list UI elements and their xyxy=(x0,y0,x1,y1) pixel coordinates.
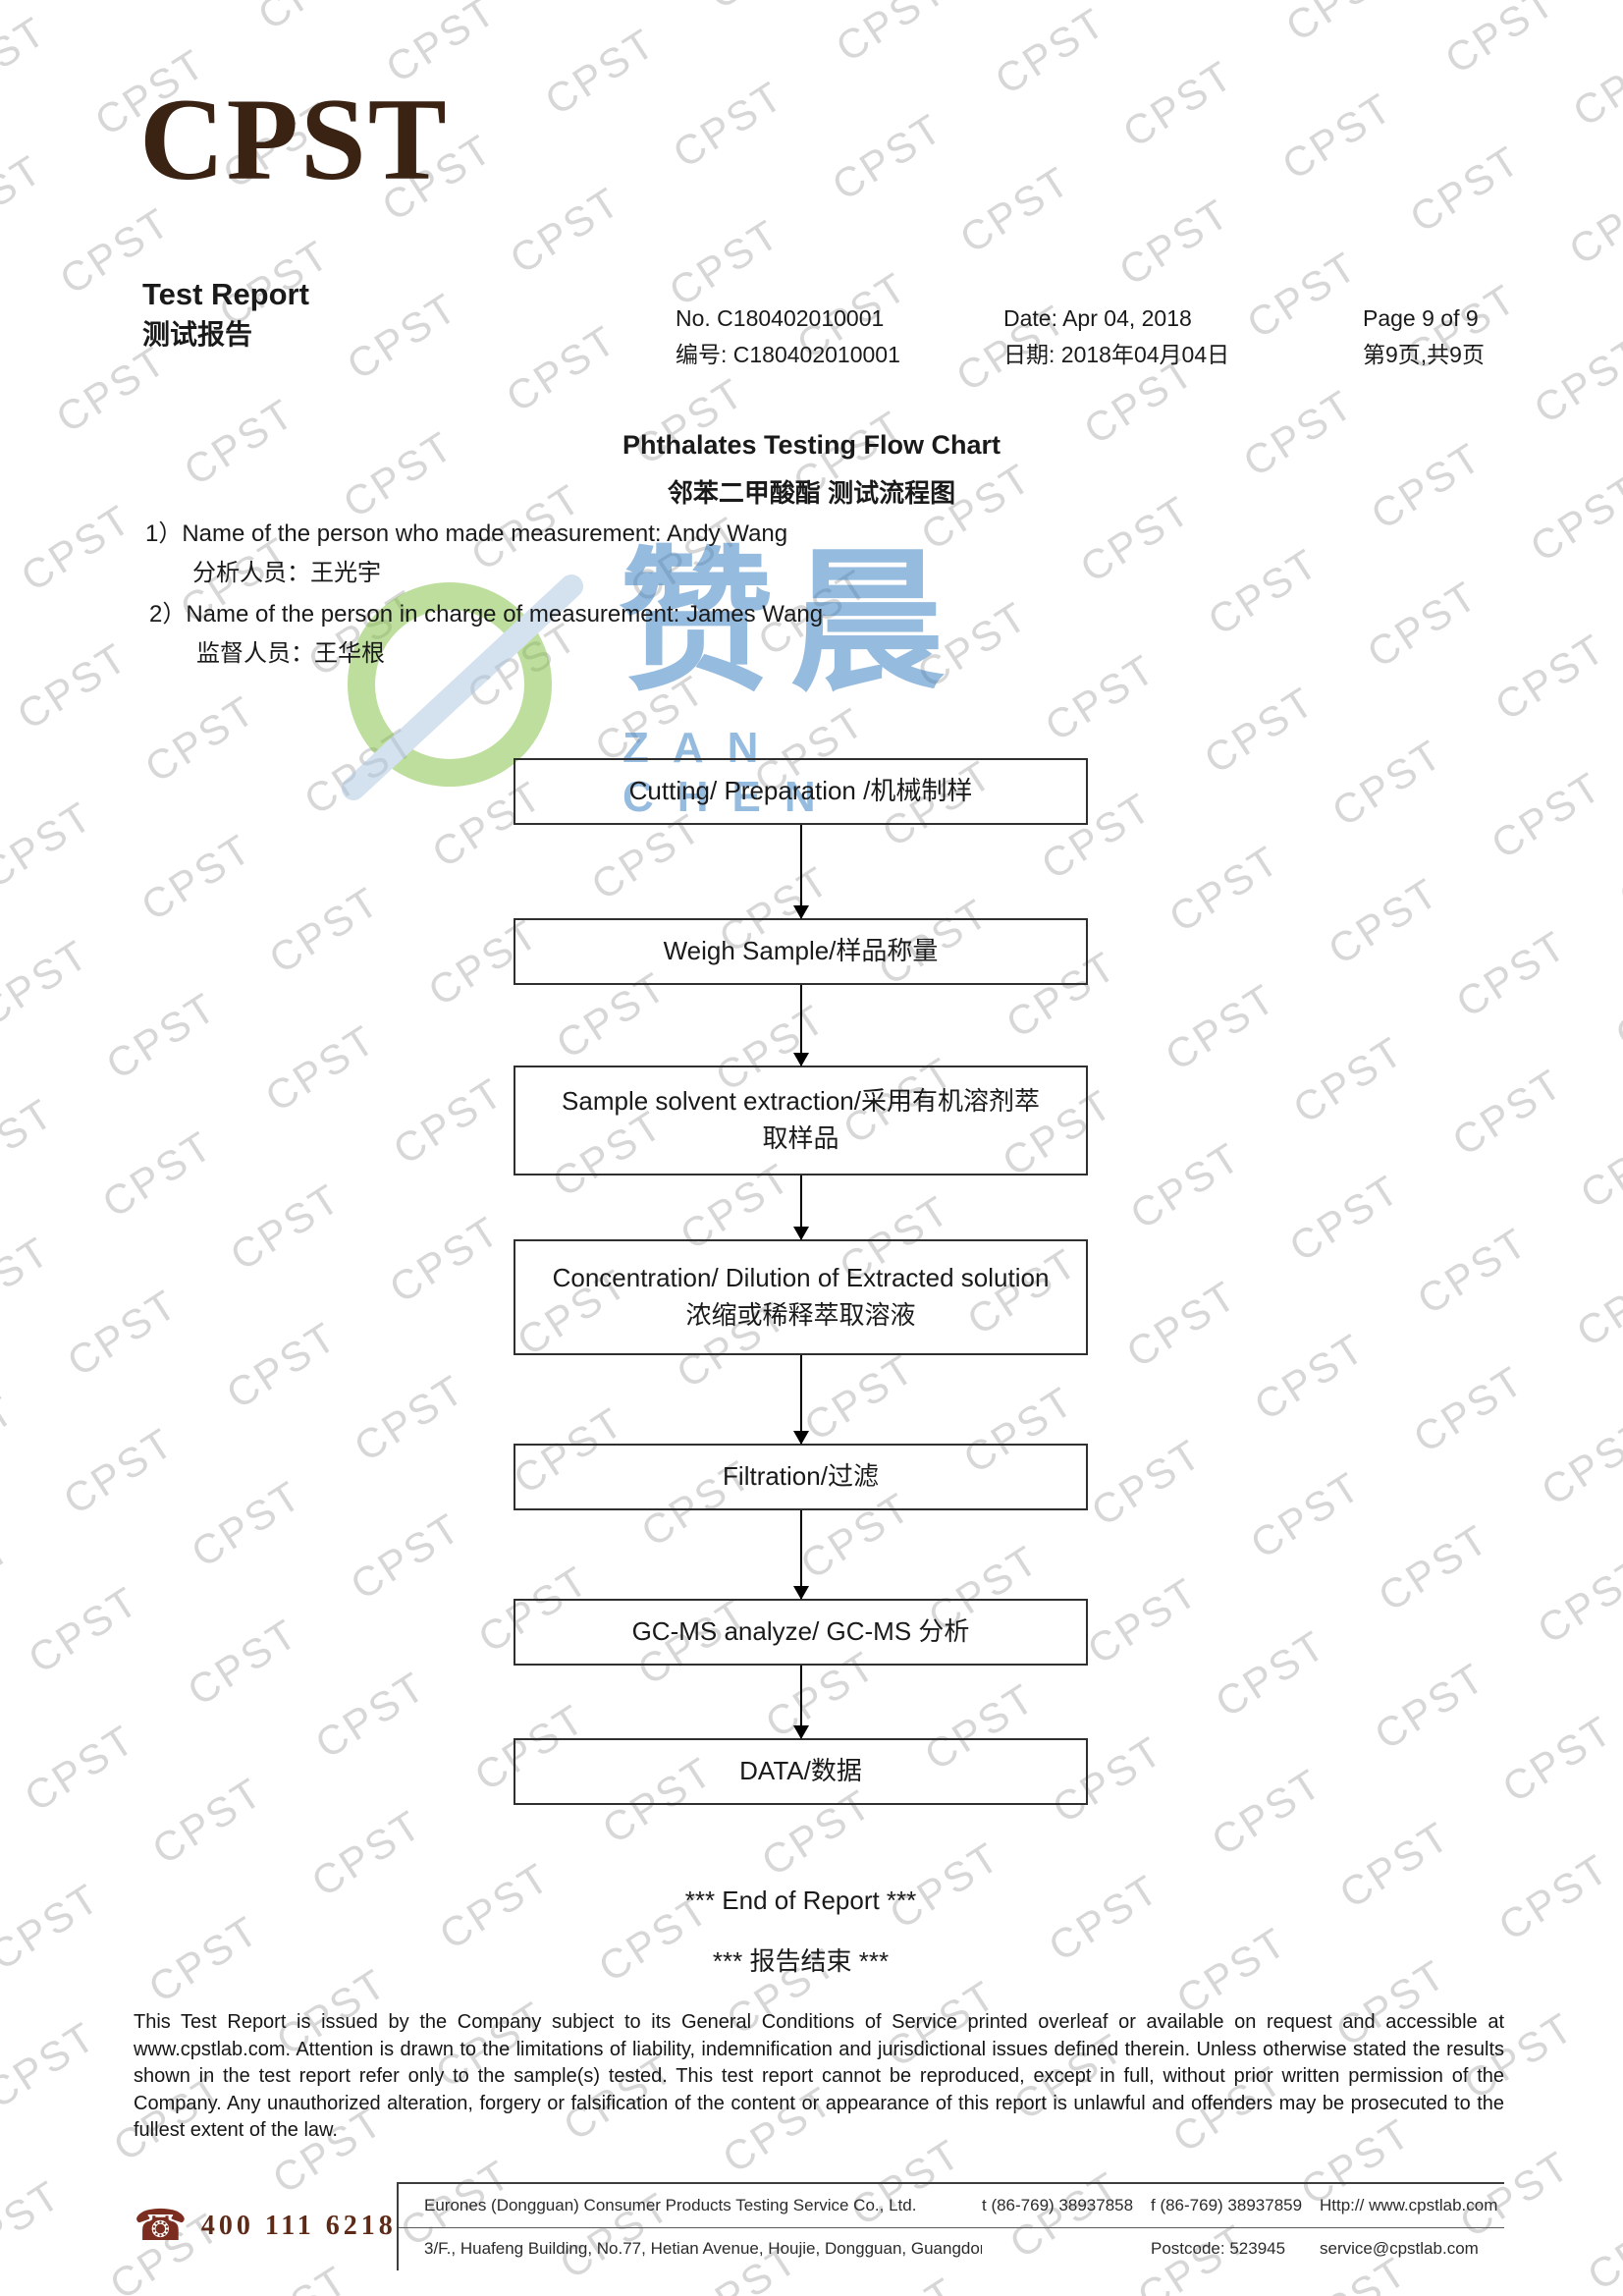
report-title-block: Test Report 测试报告 xyxy=(142,279,309,349)
flow-step-label: 取样品 xyxy=(762,1123,839,1153)
cpst-logo: CPST xyxy=(139,74,449,204)
footer-row-1: Eurones (Dongguan) Consumer Products Tes… xyxy=(399,2184,1504,2228)
flow-arrow xyxy=(792,1355,809,1445)
flow-step-label: DATA/数据 xyxy=(739,1756,862,1786)
report-title-zh: 测试报告 xyxy=(142,319,253,350)
testing-flowchart: Cutting/ Preparation /机械制样 Weigh Sample/… xyxy=(514,758,1088,1805)
flow-step-label: Cutting/ Preparation /机械制样 xyxy=(628,776,973,806)
flow-arrow xyxy=(792,1666,809,1739)
report-page-zh: 第9页,共9页 xyxy=(1363,342,1485,367)
company-email: service@cpstlab.com xyxy=(1320,2239,1479,2259)
section-title-zh: 邻苯二甲酸酯 测试流程图 xyxy=(667,478,956,508)
flow-step-label: Filtration/过滤 xyxy=(723,1461,879,1492)
company-website: Http:// www.cpstlab.com xyxy=(1320,2195,1498,2214)
report-number-en: No. C180402010001 xyxy=(676,305,885,331)
footer-company-block: Eurones (Dongguan) Consumer Products Tes… xyxy=(397,2182,1504,2270)
report-number-zh: 编号: C180402010001 xyxy=(676,342,900,367)
report-title-en: Test Report xyxy=(142,277,309,311)
flow-step-label: 浓缩或稀释萃取溶液 xyxy=(685,1300,916,1330)
flow-step-concentration: Concentration/ Dilution of Extracted sol… xyxy=(514,1239,1088,1355)
report-date-block: Date: Apr 04, 2018 日期: 2018年04月04日 xyxy=(1003,301,1229,373)
flow-step-label: Weigh Sample/样品称量 xyxy=(663,936,939,966)
company-postcode: Postcode: 523945 xyxy=(1151,2239,1286,2259)
end-of-report-zh: *** 报告结束 *** xyxy=(712,1946,890,1976)
section-title-en: Phthalates Testing Flow Chart xyxy=(622,430,1001,460)
flow-step-label: GC-MS analyze/ GC-MS 分析 xyxy=(631,1616,970,1647)
flow-step-data: DATA/数据 xyxy=(514,1738,1088,1805)
flow-step-weigh: Weigh Sample/样品称量 xyxy=(514,918,1088,985)
flow-arrow xyxy=(792,985,809,1066)
hotline-number: 400 111 6218 xyxy=(200,2211,397,2241)
measurement-person-zh: 分析人员：王光宇 xyxy=(192,560,381,586)
flow-step-label: Concentration/ Dilution of Extracted sol… xyxy=(552,1263,1050,1293)
end-of-report-en: *** End of Report *** xyxy=(684,1886,917,1915)
flow-step-label: Sample solvent extraction/采用有机溶剂萃 xyxy=(562,1086,1040,1117)
charge-person-en: 2）Name of the person in charge of measur… xyxy=(149,601,824,628)
flow-step-cutting: Cutting/ Preparation /机械制样 xyxy=(514,758,1088,825)
report-number-block: No. C180402010001 编号: C180402010001 xyxy=(676,301,900,373)
flow-step-filtration: Filtration/过滤 xyxy=(514,1444,1088,1510)
flow-arrow xyxy=(792,1510,809,1600)
flow-arrow xyxy=(792,1175,809,1240)
phone-icon: ☎ xyxy=(134,2202,188,2250)
company-name: Eurones (Dongguan) Consumer Products Tes… xyxy=(424,2195,917,2214)
flow-arrow xyxy=(792,825,809,919)
report-date-zh: 日期: 2018年04月04日 xyxy=(1003,342,1230,367)
charge-person-zh: 监督人员：王华根 xyxy=(196,640,385,667)
flow-step-extraction: Sample solvent extraction/采用有机溶剂萃 取样品 xyxy=(514,1066,1088,1175)
report-page-en: Page 9 of 9 xyxy=(1363,305,1479,331)
company-tel: t (86-769) 38937858 xyxy=(982,2195,1134,2214)
measurement-person-en: 1）Name of the person who made measuremen… xyxy=(145,520,788,547)
end-of-report-block: *** End of Report *** *** 报告结束 *** xyxy=(514,1886,1088,1978)
footer: ☎ 400 111 6218 Eurones (Dongguan) Consum… xyxy=(126,2182,1504,2270)
legal-disclaimer: This Test Report is issued by the Compan… xyxy=(134,2011,1504,2141)
flow-step-gcms: GC-MS analyze/ GC-MS 分析 xyxy=(514,1599,1088,1666)
report-date-en: Date: Apr 04, 2018 xyxy=(1003,305,1192,331)
company-address: 3/F., Huafeng Building, No.77, Hetian Av… xyxy=(424,2239,982,2259)
footer-row-2: 3/F., Huafeng Building, No.77, Hetian Av… xyxy=(399,2228,1504,2271)
footer-hotline-block: ☎ 400 111 6218 xyxy=(126,2182,397,2270)
company-fax: f (86-769) 38937859 xyxy=(1151,2195,1303,2214)
report-page-block: Page 9 of 9 第9页,共9页 xyxy=(1363,301,1485,373)
